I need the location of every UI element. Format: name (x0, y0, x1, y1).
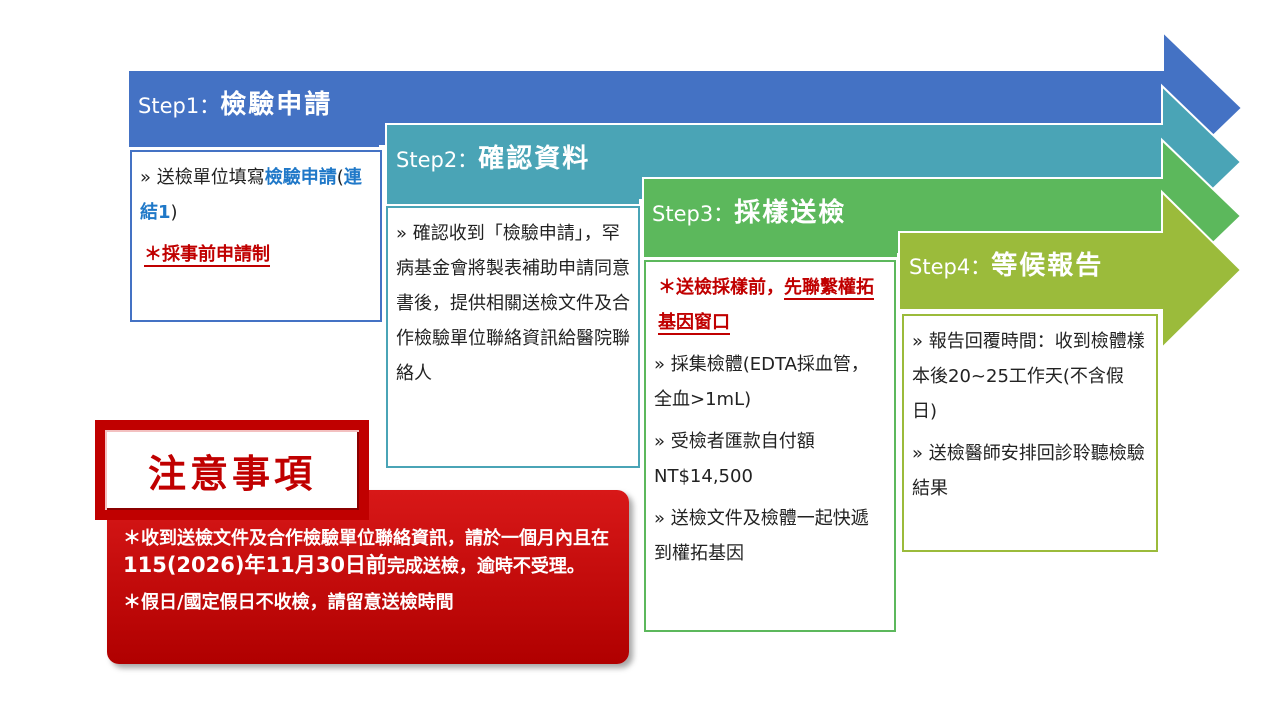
step3-prefix: Step3： (652, 202, 735, 226)
step3-name: 採樣送檢 (734, 198, 847, 228)
step2-name: 確認資料 (478, 144, 591, 174)
step1-title: Step1：檢驗申請 (138, 84, 332, 121)
link-1[interactable]: 連結1 (140, 167, 362, 223)
step4-item-1: » 報告回覆時間：收到檢體樣本後20~25工作天(不含假日) (912, 331, 1145, 422)
step3-warning-underlined: 先聯繫權拓基因窗口 (658, 277, 874, 335)
notice-box: ＊收到送檢文件及合作檢驗單位聯絡資訊，請於一個月內且在 115(2026)年11月… (107, 490, 629, 664)
step3-warning: ＊送檢採樣前，先聯繫權拓基因窗口 (654, 270, 886, 340)
step1-box: » 送檢單位填寫檢驗申請(連結1) ＊採事前申請制 (130, 150, 382, 322)
step4-name: 等候報告 (991, 251, 1104, 281)
notice-label: 注意事項 (95, 420, 369, 520)
notice-line-2: ＊假日/國定假日不收檢，請留意送檢時間 (123, 592, 454, 613)
step1-prefix: Step1： (138, 94, 221, 118)
step1-item: » 送檢單位填寫檢驗申請(連結1) (140, 160, 372, 230)
paren-open: ( (336, 167, 344, 188)
notice-label-text: 注意事項 (147, 451, 316, 496)
application-form-text: 檢驗申請 (264, 167, 337, 188)
step4-box: » 報告回覆時間：收到檢體樣本後20~25工作天(不含假日) » 送檢醫師安排回… (902, 314, 1158, 552)
step2-box: » 確認收到「檢驗申請」，罕病基金會將製表補助申請同意書後，提供相關送檢文件及合… (386, 206, 640, 468)
notice-deadline: 115(2026)年11月30日前 (123, 553, 387, 577)
step1-note: ＊採事前申請制 (140, 237, 372, 272)
notice-line-1-part-1: ＊收到送檢文件及合作檢驗單位聯絡資訊，請於一個月內且在 (123, 528, 609, 549)
step3-item-1: » 採集檢體(EDTA採血管，全血>1mL) (654, 354, 869, 410)
step2-title: Step2：確認資料 (396, 138, 590, 175)
notice-line-1: ＊收到送檢文件及合作檢驗單位聯絡資訊，請於一個月內且在 115(2026)年11月… (123, 526, 617, 580)
step4-arrow (898, 189, 1243, 351)
step3-item-3: » 送檢文件及檢體一起快遞到權拓基因 (654, 508, 869, 564)
step3-box: ＊送檢採樣前，先聯繫權拓基因窗口 » 採集檢體(EDTA採血管，全血>1mL) … (644, 260, 896, 632)
notice-line-1-part-2: 完成送檢，逾時不受理。 (386, 556, 585, 577)
step1-item-text: » 送檢單位填寫 (140, 167, 265, 188)
step2-item: » 確認收到「檢驗申請」，罕病基金會將製表補助申請同意書後，提供相關送檢文件及合… (396, 223, 630, 384)
step3-warning-text: ＊送檢採樣前， (658, 277, 784, 298)
step3-item-2: » 受檢者匯款自付額NT$14,500 (654, 431, 815, 487)
step2-prefix: Step2： (396, 148, 479, 172)
step4-title: Step4：等候報告 (909, 245, 1103, 282)
step1-name: 檢驗申請 (220, 90, 333, 120)
step3-title: Step3：採樣送檢 (652, 192, 846, 229)
paren-close: ) (170, 202, 178, 223)
step4-item-2: » 送檢醫師安排回診聆聽檢驗結果 (912, 443, 1145, 499)
prior-application-note: ＊採事前申請制 (144, 244, 270, 267)
notice-label-inner: 注意事項 (103, 428, 361, 512)
step4-prefix: Step4： (909, 255, 992, 279)
